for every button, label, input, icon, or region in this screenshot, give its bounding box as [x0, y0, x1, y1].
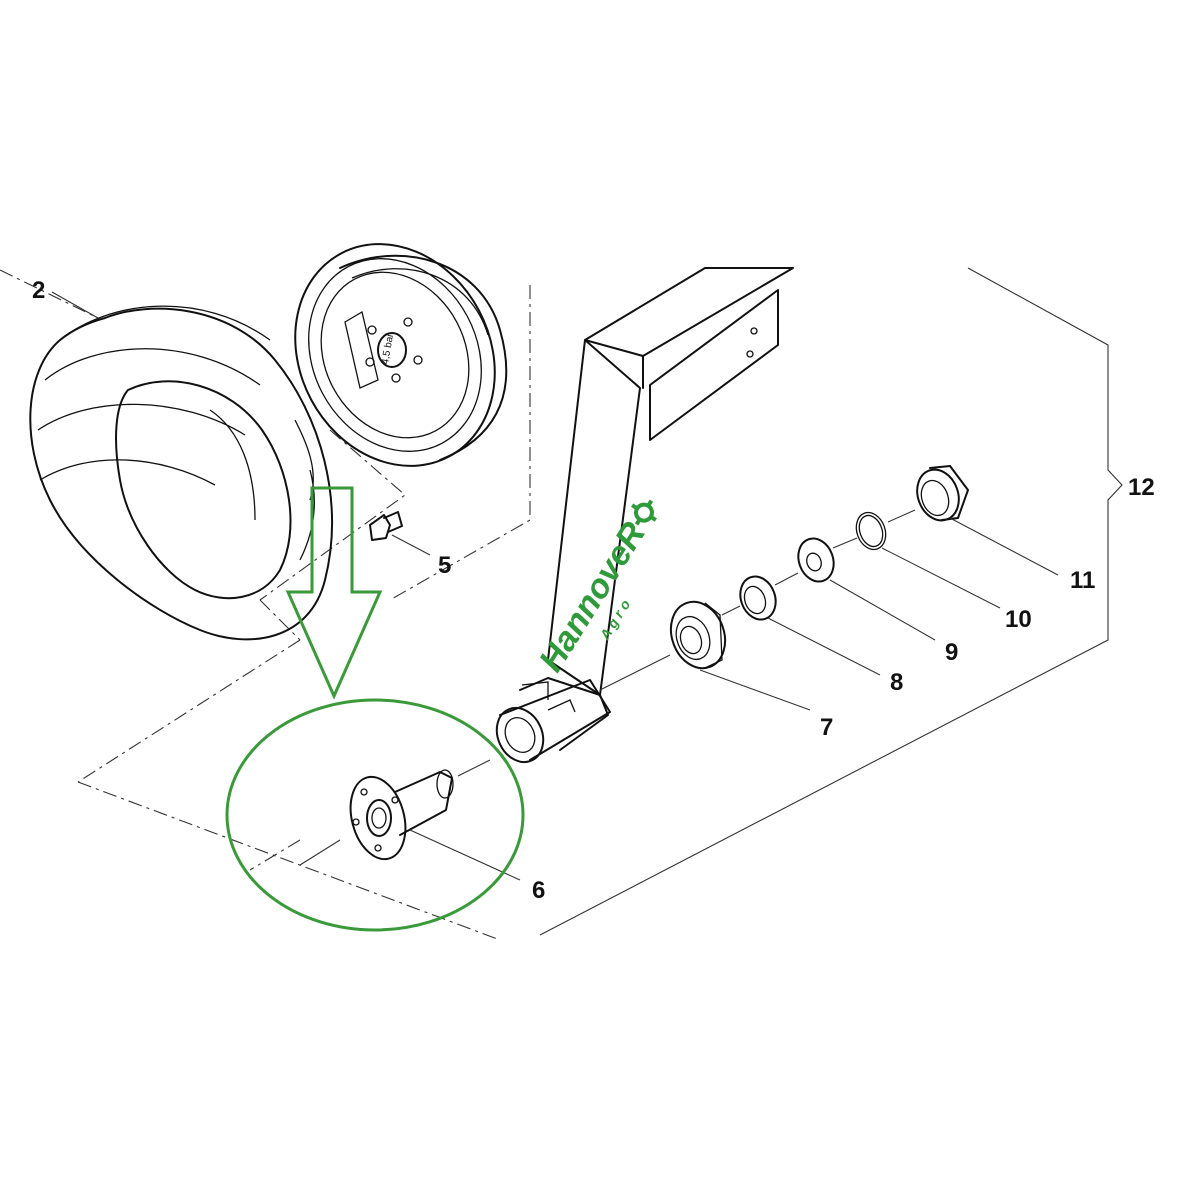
gear-icon [631, 499, 657, 526]
bearing-part [669, 600, 727, 670]
svg-text:HannoveR: HannoveR [532, 515, 654, 678]
callout-12: 12 [1128, 474, 1155, 501]
callout-9: 9 [945, 639, 958, 666]
callout-8: 8 [890, 669, 903, 696]
rim-pressure-marking: 4,5 bar [380, 332, 396, 365]
circlip-part [855, 511, 887, 551]
callout-5: 5 [438, 552, 451, 579]
washer-part [797, 537, 835, 583]
tyre-part [29, 305, 333, 641]
callout-6: 6 [532, 877, 545, 904]
wheel-arm-frame [495, 267, 794, 764]
wheel-rim-part [294, 243, 508, 467]
callout-11: 11 [1070, 567, 1095, 594]
callout-7: 7 [820, 714, 833, 741]
construction-lines [0, 269, 531, 941]
callout-10: 10 [1005, 606, 1032, 633]
seal-ring-part [739, 575, 777, 621]
assembly-bracket [539, 267, 1123, 936]
highlight-arrow-icon [285, 486, 383, 700]
wheel-bolt-part [369, 511, 431, 556]
hub-part [349, 769, 454, 861]
highlight-ellipse [225, 698, 525, 932]
callout-2: 2 [32, 277, 45, 304]
spacer-ring-part [916, 465, 969, 522]
